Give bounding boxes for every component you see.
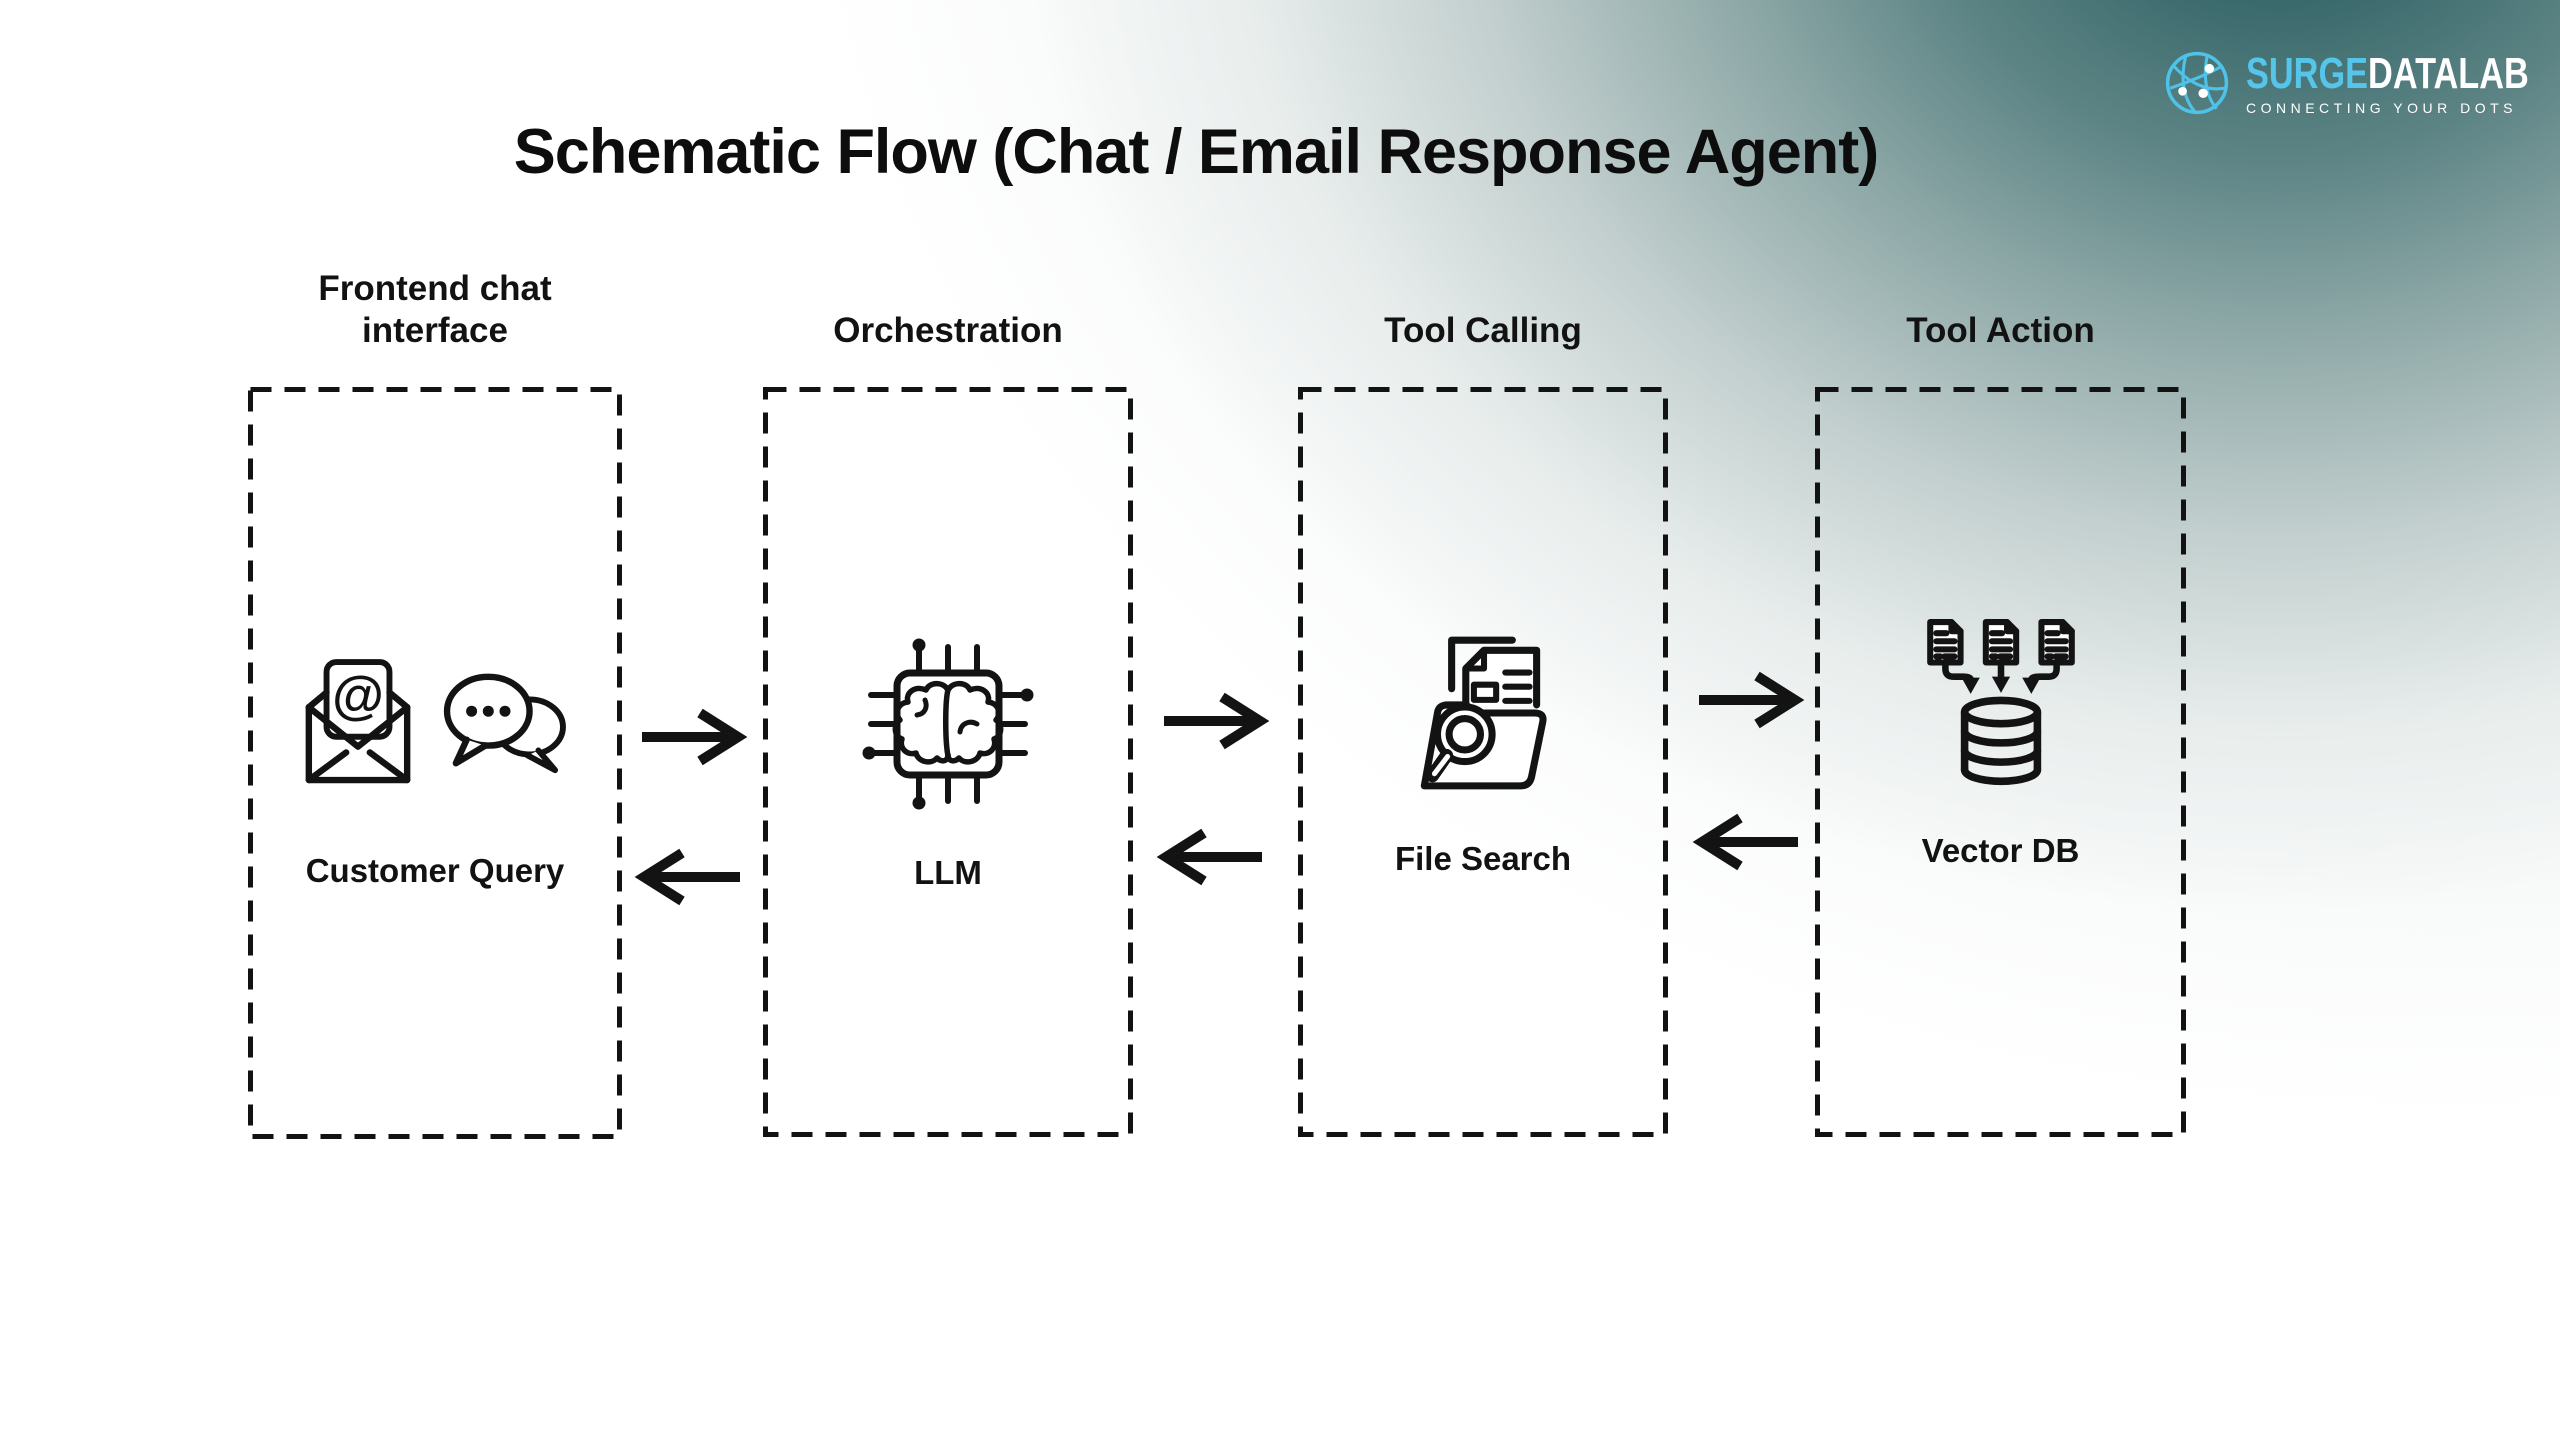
- stage-frontend-chat: Frontend chat interface @: [248, 258, 622, 1139]
- svg-text:@: @: [332, 666, 384, 725]
- stage-label: Vector DB: [1921, 832, 2080, 869]
- stage-box: [763, 387, 1133, 1137]
- flow-arrow-left-1: [634, 837, 746, 917]
- network-globe-icon: [2164, 50, 2230, 116]
- stage-orchestration: Orchestration: [763, 258, 1133, 1137]
- page-title: Schematic Flow (Chat / Email Response Ag…: [513, 117, 1879, 187]
- stage-box: [1815, 387, 2186, 1137]
- folder-search-icon: [1407, 626, 1559, 798]
- flow-arrow-left-3: [1692, 802, 1804, 882]
- stage-heading: Tool Action: [1906, 311, 2095, 350]
- stage-box: [248, 387, 622, 1139]
- flow-arrow-right-3: [1693, 660, 1805, 740]
- flow-arrow-right-1: [636, 697, 748, 777]
- documents-to-database-icon: [1920, 616, 2082, 798]
- flow-arrow-left-2: [1156, 817, 1268, 897]
- stage-label: LLM: [914, 854, 982, 891]
- stage-tool-action: Tool Action: [1815, 258, 2186, 1137]
- stage-label: File Search: [1394, 840, 1572, 877]
- stage-heading: Frontend chat interface: [318, 269, 552, 350]
- brand-logo: SURGEDATALAB CONNECTING YOUR DOTS: [2164, 48, 2529, 116]
- chip-brain-icon: [853, 629, 1043, 819]
- stage-label: Customer Query: [305, 852, 565, 889]
- email-at-icon: @: [299, 656, 417, 788]
- brand-wordmark: SURGEDATALAB CONNECTING YOUR DOTS: [2246, 48, 2529, 116]
- brand-name-surge: SURGE: [2246, 48, 2369, 98]
- stage-heading: Orchestration: [833, 311, 1063, 350]
- stage-heading: Tool Calling: [1384, 311, 1582, 350]
- chat-bubbles-icon: [439, 666, 571, 778]
- brand-name: SURGEDATALAB: [2246, 48, 2529, 98]
- stage-box: [1298, 387, 1668, 1137]
- brand-name-datalab: DATALAB: [2368, 48, 2529, 98]
- stage-tool-calling: Tool Calling: [1298, 258, 1668, 1137]
- brand-tagline: CONNECTING YOUR DOTS: [2246, 99, 2517, 116]
- flow-arrow-right-2: [1158, 681, 1270, 761]
